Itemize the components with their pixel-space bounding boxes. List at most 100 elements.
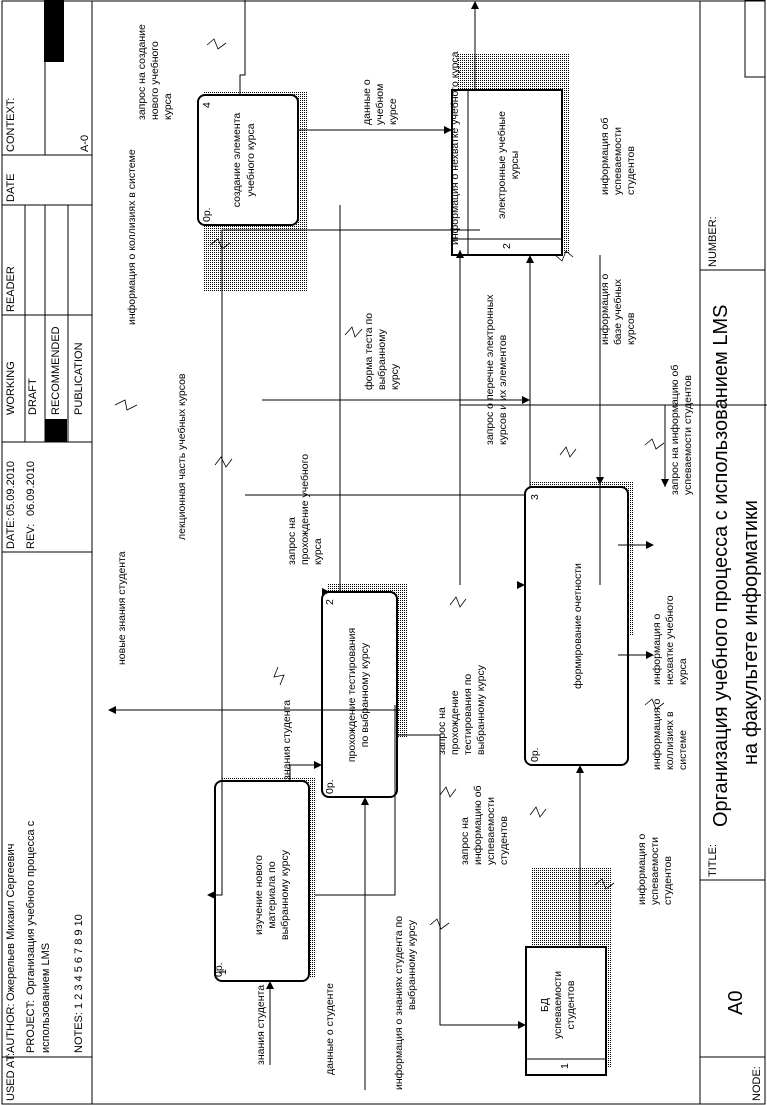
label-dannye-kurse-3: курсе — [387, 98, 399, 125]
label-zapros-info-uspev-1: запрос на информацию об — [669, 365, 681, 495]
header-text: USED AT: AUTHOR: Ожерельев Михаил Сергее… — [5, 98, 91, 1101]
label-forma-testa-3: курсу — [389, 363, 401, 390]
author-name: Ожерельев Михаил Сергеевич — [5, 844, 17, 1001]
label-zapros-info-ob-1: запрос на — [459, 817, 471, 865]
label-novye-znaniya: новые знания студента — [116, 551, 128, 665]
activity-box-1[interactable]: 1 0р. изучение нового материала по выбра… — [213, 780, 310, 982]
label-info-nehvatke-top: информация о нехватке учебного курса — [449, 51, 461, 245]
box-2-line2: по выбранному курсу — [359, 642, 371, 747]
store-1-line2: успеваемости — [552, 971, 564, 1039]
reader-label: READER — [5, 266, 17, 312]
label-info-uspev-bottom-1: информация о — [636, 833, 648, 905]
store-2-line1: электронные учебные — [496, 111, 508, 219]
label-zapros-prohozhdenie-2: прохождение учебного — [299, 454, 311, 565]
label-info-baze-2: базе учебных — [612, 278, 624, 345]
label-zapros-info-ob-3: успеваемости — [485, 797, 497, 865]
label-dannye-o-studente: данные о студенте — [324, 983, 336, 1075]
box-1-number: 1 — [217, 969, 229, 975]
activity-box-2[interactable]: 0р. 2 прохождение тестирования по выбран… — [321, 591, 398, 798]
activity-box-4[interactable]: 0р. 4 создание элемента учебного курса — [197, 94, 299, 226]
rev-value: 06.09.2010 — [25, 461, 37, 516]
label-zapros-info-ob-4: студентов — [498, 816, 510, 865]
node-label: NODE: — [751, 1066, 763, 1101]
box-2-line1: прохождение тестирования — [346, 628, 358, 762]
squiggle-markers — [114, 38, 665, 930]
label-znaniya-studenta: знания студента — [281, 700, 293, 780]
date-value: 05.09.2010 — [5, 461, 17, 516]
label-zapros-testirovaniya-3: тестирования по — [462, 674, 474, 755]
project-label: PROJECT: — [25, 1000, 37, 1053]
title-line2: на факультете информатики — [740, 500, 762, 765]
label-zapros-perechne-1: запрос о перечне электронных — [484, 294, 496, 445]
box-3-number: 3 — [529, 494, 541, 500]
used-at-label: USED AT: — [5, 1053, 17, 1101]
label-info-nehvatke-b-3: курса — [677, 658, 689, 685]
label-znaniya-studenta-in: знания студента — [255, 985, 267, 1065]
footer-corner-box — [744, 0, 766, 78]
box-4-line2: учебного курса — [245, 123, 257, 196]
label-zapros-sozdanie-1: запрос на создание — [136, 24, 148, 120]
project-line2: использованием LMS — [40, 943, 52, 1053]
date-label: DATE: — [5, 517, 17, 549]
label-info-uspev-top-2: успеваемости — [612, 127, 624, 195]
status-recommended: RECOMMENDED — [50, 326, 62, 415]
node-ref: A-0 — [79, 135, 91, 152]
label-info-nehvatke-b-1: информация о — [651, 613, 663, 685]
label-zapros-prohozhdenie-3: курса — [312, 538, 324, 565]
label-zapros-sozdanie-3: курса — [162, 93, 174, 120]
title-label: TITLE: — [707, 844, 719, 877]
label-info-uspev-top-1: информация об — [599, 118, 611, 195]
date-col-label: DATE — [5, 173, 17, 202]
box-4-line1: создание элемента — [231, 113, 243, 208]
box-1-cost-label: 0р. — [213, 962, 225, 977]
box-3-cost: 0р. — [529, 747, 541, 762]
box-4-cost: 0р. — [201, 207, 213, 222]
box-2-number: 2 — [324, 599, 336, 605]
arrow-labels: знания студента данные о студенте информ… — [116, 24, 694, 1090]
label-zapros-info-ob-2: информацию об — [472, 785, 484, 865]
activity-box-3[interactable]: 0р. 3 формирование очетности — [524, 486, 629, 766]
label-info-uspev-bottom-2: успеваемости — [649, 837, 661, 905]
label-info-uspev-bottom-3: студентов — [662, 856, 674, 905]
label-info-baze-3: курсов — [625, 312, 637, 345]
box-2-cost: 0р. — [324, 779, 336, 794]
label-info-baze-1: информация о — [599, 273, 611, 345]
status-draft: DRAFT — [27, 378, 39, 415]
context-black-block — [44, 0, 64, 62]
label-lekcionnaya: лекционная часть учебных курсов — [176, 373, 188, 540]
status-publication: PUBLICATION — [73, 342, 85, 415]
label-dannye-kurse-1: данные о — [361, 79, 373, 125]
status-working: WORKING — [5, 361, 17, 415]
label-info-kollizii-top: информация о коллизиях в системе — [126, 149, 138, 325]
arrow-lines — [108, 0, 767, 1090]
svg-text:изучение нового: изучение нового — [253, 855, 265, 935]
store-2-line2: курсы — [509, 151, 521, 179]
context-label: CONTEXT: — [5, 98, 17, 152]
title-line1: Организация учебного процесса с использо… — [710, 305, 732, 827]
store-1-number: 1 — [559, 1063, 571, 1069]
label-zapros-info-uspev-2: успеваемости студентов — [682, 375, 694, 495]
box-4-number: 4 — [201, 102, 213, 108]
label-zapros-testirovaniya-1: запрос на — [436, 707, 448, 755]
box-3-line1: формирование очетности — [572, 563, 584, 689]
label-info-znaniya-1: информация о знаниях студента по — [393, 916, 405, 1090]
label-forma-testa-1: форма теста по — [363, 313, 375, 390]
node-value: A0 — [725, 991, 747, 1015]
data-store-2[interactable]: 2 электронные учебные курсы — [451, 89, 563, 256]
notes: NOTES: 1 2 3 4 5 6 7 8 9 10 — [73, 914, 85, 1053]
recommended-marker — [45, 419, 67, 442]
footer-text: NODE: A0 TITLE: Организация учебного про… — [707, 216, 763, 1101]
project-line1: Организация учебного процесса с — [25, 820, 37, 995]
label-zapros-prohozhdenie-1: запрос на — [286, 517, 298, 565]
rev-label: REV: — [25, 524, 37, 549]
label-info-znaniya-2: выбранному курсу — [406, 919, 418, 1010]
author-label: AUTHOR: — [5, 1004, 17, 1054]
store-1-line1: БД — [539, 998, 551, 1012]
svg-text:материала по: материала по — [266, 861, 278, 928]
label-info-uspev-top-3: студентов — [625, 146, 637, 195]
data-store-1[interactable]: 1 БД успеваемости студентов — [525, 946, 607, 1076]
